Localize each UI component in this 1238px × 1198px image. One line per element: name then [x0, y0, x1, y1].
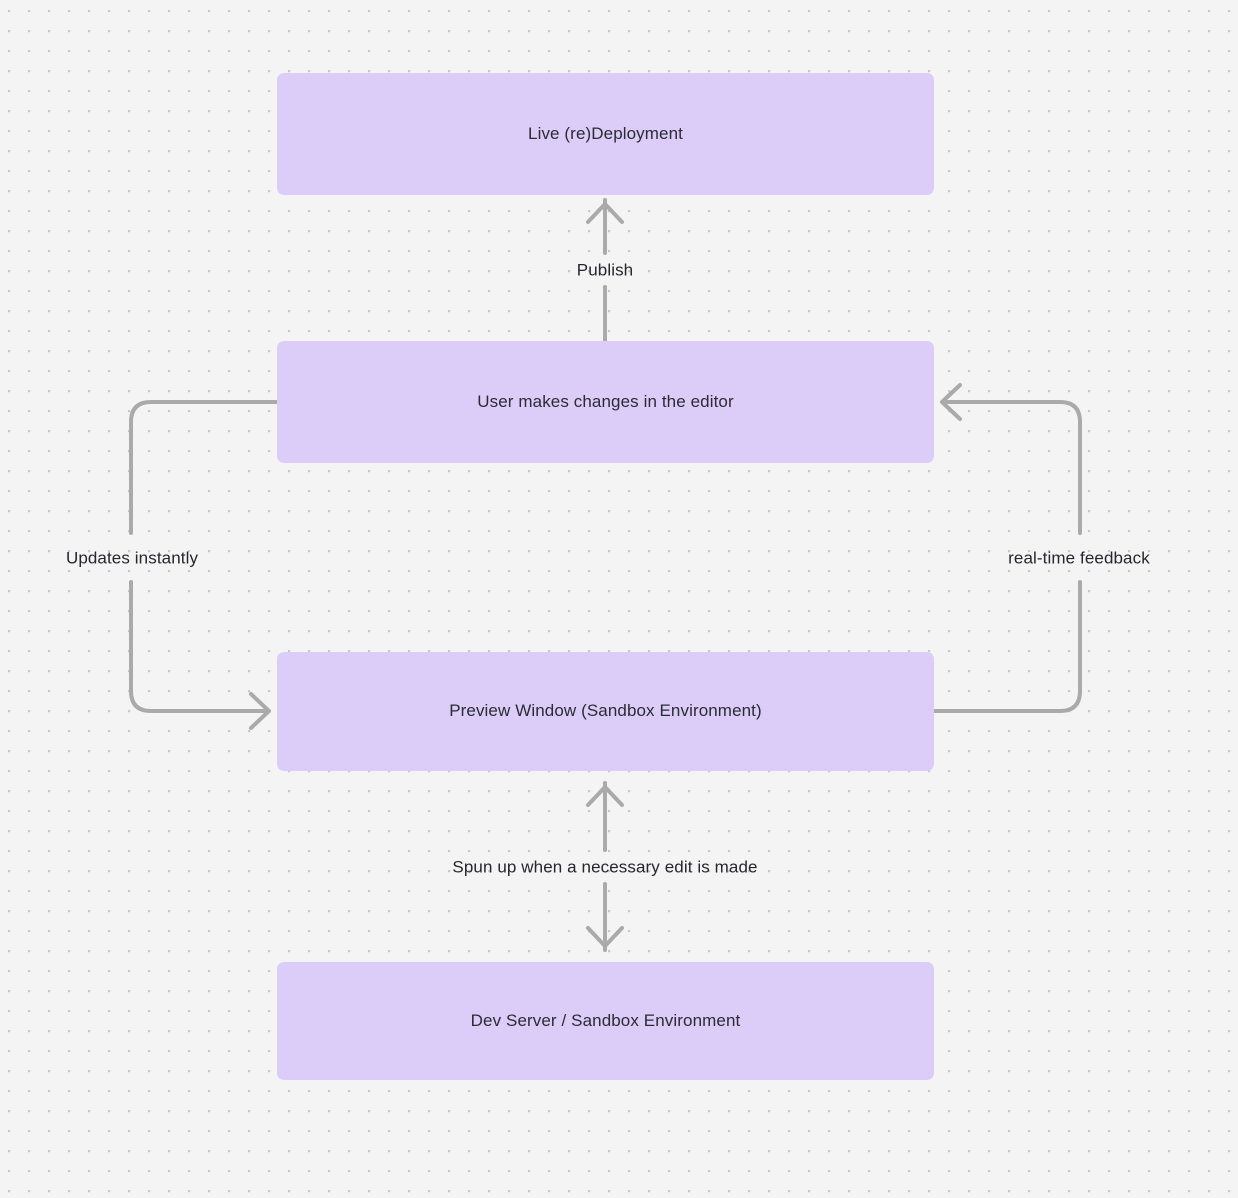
edge-feedback-line-upper — [941, 400, 1082, 535]
node-preview-window[interactable]: Preview Window (Sandbox Environment) — [277, 652, 934, 771]
edge-label-updates-instantly: Updates instantly — [65, 548, 199, 568]
edge-label-real-time-feedback: real-time feedback — [1008, 548, 1150, 568]
edge-feedback-line-lower — [932, 580, 1082, 713]
edge-spunup-arrowhead-bottom — [586, 926, 624, 948]
edge-updates-line-upper — [129, 400, 279, 535]
edge-feedback-arrowhead — [940, 383, 962, 421]
edge-label-spun-up: Spun up when a necessary edit is made — [452, 857, 758, 877]
edge-updates-line-lower — [129, 580, 270, 713]
edge-updates-arrowhead — [249, 692, 271, 730]
node-label: Dev Server / Sandbox Environment — [470, 1010, 741, 1030]
edge-publish-arrowhead — [586, 202, 624, 224]
node-user-makes-changes[interactable]: User makes changes in the editor — [277, 341, 934, 463]
node-label: Live (re)Deployment — [528, 123, 683, 143]
node-label: User makes changes in the editor — [477, 391, 734, 411]
edge-spunup-arrowhead-top — [586, 785, 624, 807]
node-live-redeployment[interactable]: Live (re)Deployment — [277, 73, 934, 195]
node-label: Preview Window (Sandbox Environment) — [449, 701, 762, 721]
edge-label-publish: Publish — [576, 260, 634, 280]
node-dev-server[interactable]: Dev Server / Sandbox Environment — [277, 962, 934, 1080]
